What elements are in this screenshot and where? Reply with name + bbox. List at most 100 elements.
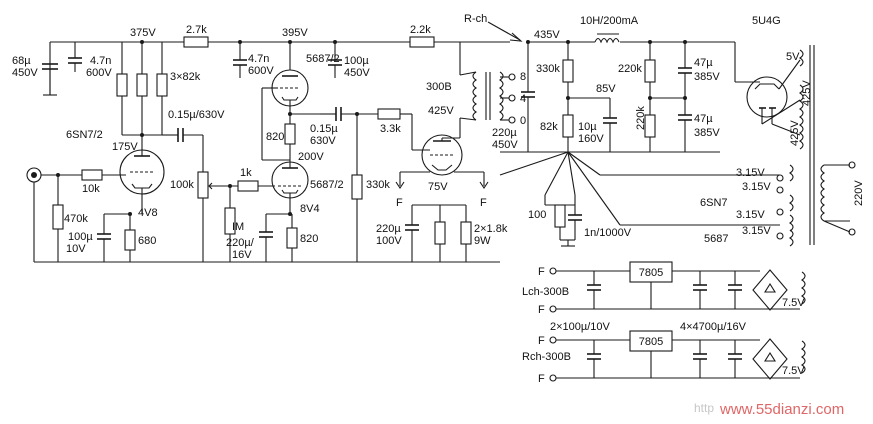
- label-47u-b: 47µ: [694, 113, 713, 125]
- label-r-ch: R-ch: [464, 13, 487, 25]
- label-3v15-2: 3.15V: [742, 181, 771, 193]
- capacitor-4n7-left: [68, 42, 82, 72]
- label-4n7-a: 4.7n: [90, 55, 111, 67]
- divider-220k-47u: [644, 40, 720, 153]
- label-300b: 300B: [426, 81, 452, 93]
- label-2x1k8: 2×1.8k: [474, 223, 508, 235]
- label-2k2: 2.2k: [410, 24, 431, 36]
- capacitor-68u: [42, 63, 58, 96]
- label-6sn7-heater: 6SN7: [700, 197, 728, 209]
- heater-supply-rch: [549, 330, 806, 382]
- label-2x1k8-w: 9W: [474, 235, 491, 247]
- label-47u-a: 47µ: [694, 57, 713, 69]
- label-425v-c: 425V: [789, 120, 801, 146]
- tube-5687-top: [261, 40, 309, 160]
- label-220u-a-v: 450V: [492, 139, 518, 151]
- r-ch-arrow: [487, 21, 523, 42]
- label-4n7-a-v: 600V: [86, 67, 112, 79]
- tube-6sn7: [119, 148, 165, 214]
- resistor-820-top: [262, 112, 320, 161]
- label-7805-b: 7805: [639, 336, 663, 348]
- tube-300b: [395, 118, 489, 189]
- label-5v: 5V: [786, 51, 800, 63]
- label-175v: 175V: [112, 141, 138, 153]
- watermark-http: http: [694, 401, 714, 415]
- label-220k-a: 220k: [618, 63, 642, 75]
- heater-supply-lch: [549, 261, 806, 313]
- label-435v: 435V: [534, 29, 560, 41]
- label-7v5-a: 7.5V: [782, 297, 805, 309]
- label-5687-heater: 5687: [704, 233, 728, 245]
- label-75v: 75V: [428, 181, 448, 193]
- capacitor-4n7-mid: [233, 40, 247, 78]
- label-1m: IM: [232, 221, 244, 233]
- label-3v15-3: 3.15V: [736, 209, 765, 221]
- label-f-b: F: [480, 197, 487, 209]
- label-425v-a: 425V: [428, 105, 454, 117]
- label-0u15-b: 0.15µ: [310, 123, 338, 135]
- label-100u-b: 100µ: [68, 231, 93, 243]
- potentiometer-100k: [197, 171, 238, 262]
- label-220v: 220V: [853, 180, 865, 206]
- resistor-2k7: [183, 36, 209, 48]
- resistor-3k3: [377, 108, 413, 150]
- resistor-330k-grid: [351, 174, 363, 262]
- capacitor-0u15-left: [162, 128, 204, 172]
- resistors-3x82k: [116, 40, 168, 148]
- label-10k: 10k: [82, 183, 100, 195]
- label-220u-b: 220µ/: [226, 237, 255, 249]
- label-4x4700u: 4×4700µ/16V: [680, 321, 747, 333]
- label-7v5-b: 7.5V: [782, 365, 805, 377]
- label-680: 680: [138, 235, 156, 247]
- label-100k: 100k: [170, 179, 194, 191]
- label-820-b: 820: [300, 233, 318, 245]
- label-tap-0: 0: [520, 115, 526, 127]
- label-220u-a: 220µ: [492, 127, 517, 139]
- label-100-ohm: 100: [528, 209, 546, 221]
- label-4v8: 4V8: [138, 207, 158, 219]
- label-3v15-4: 3.15V: [742, 225, 771, 237]
- resistor-1k: [237, 180, 275, 192]
- label-8v4: 8V4: [300, 203, 320, 215]
- label-10u-v: 160V: [578, 133, 604, 145]
- label-f-e: F: [538, 335, 545, 347]
- capacitor-100u-450v: [328, 40, 342, 78]
- label-6sn7: 6SN7/2: [66, 129, 103, 141]
- label-100u: 100µ: [344, 55, 369, 67]
- label-tap-4: 4: [520, 93, 526, 105]
- label-85v: 85V: [596, 83, 616, 95]
- label-68u: 68µ: [12, 55, 31, 67]
- label-5687-bot: 5687/2: [310, 179, 344, 191]
- label-5u4g: 5U4G: [752, 15, 781, 27]
- label-100u-b-v: 10V: [66, 243, 86, 255]
- label-choke: 10H/200mA: [580, 15, 639, 27]
- label-425v-b: 425V: [801, 80, 813, 106]
- label-7805-a: 7805: [639, 267, 663, 279]
- label-f-f: F: [538, 373, 545, 385]
- label-220u-c: 220µ: [376, 223, 401, 235]
- label-f-a: F: [396, 197, 403, 209]
- label-0u15-b-v: 630V: [310, 135, 336, 147]
- label-82k: 82k: [540, 121, 558, 133]
- label-2x100u: 2×100µ/10V: [550, 321, 611, 333]
- capacitor-0u15-right: [320, 107, 378, 175]
- label-1n: 1n/1000V: [584, 227, 632, 239]
- label-220u-c-v: 100V: [376, 235, 402, 247]
- resistor-2k2: [409, 36, 435, 48]
- label-100u-v: 450V: [344, 67, 370, 79]
- label-47u-a-v: 385V: [694, 71, 720, 83]
- label-4n7-b-v: 600V: [248, 65, 274, 77]
- label-5687-top: 5687/2: [306, 53, 340, 65]
- label-1k: 1k: [240, 167, 252, 179]
- label-10u: 10µ: [578, 121, 597, 133]
- label-220u-b-v: 16V: [232, 249, 252, 261]
- ground-rail: [33, 182, 500, 263]
- label-f-d: F: [538, 304, 545, 316]
- label-3v15-1: 3.15V: [736, 167, 765, 179]
- rectifier-5u4g: [734, 42, 801, 136]
- label-470k: 470k: [64, 213, 88, 225]
- cathode-network-6sn7: [97, 212, 136, 262]
- resistor-1m: [224, 184, 236, 262]
